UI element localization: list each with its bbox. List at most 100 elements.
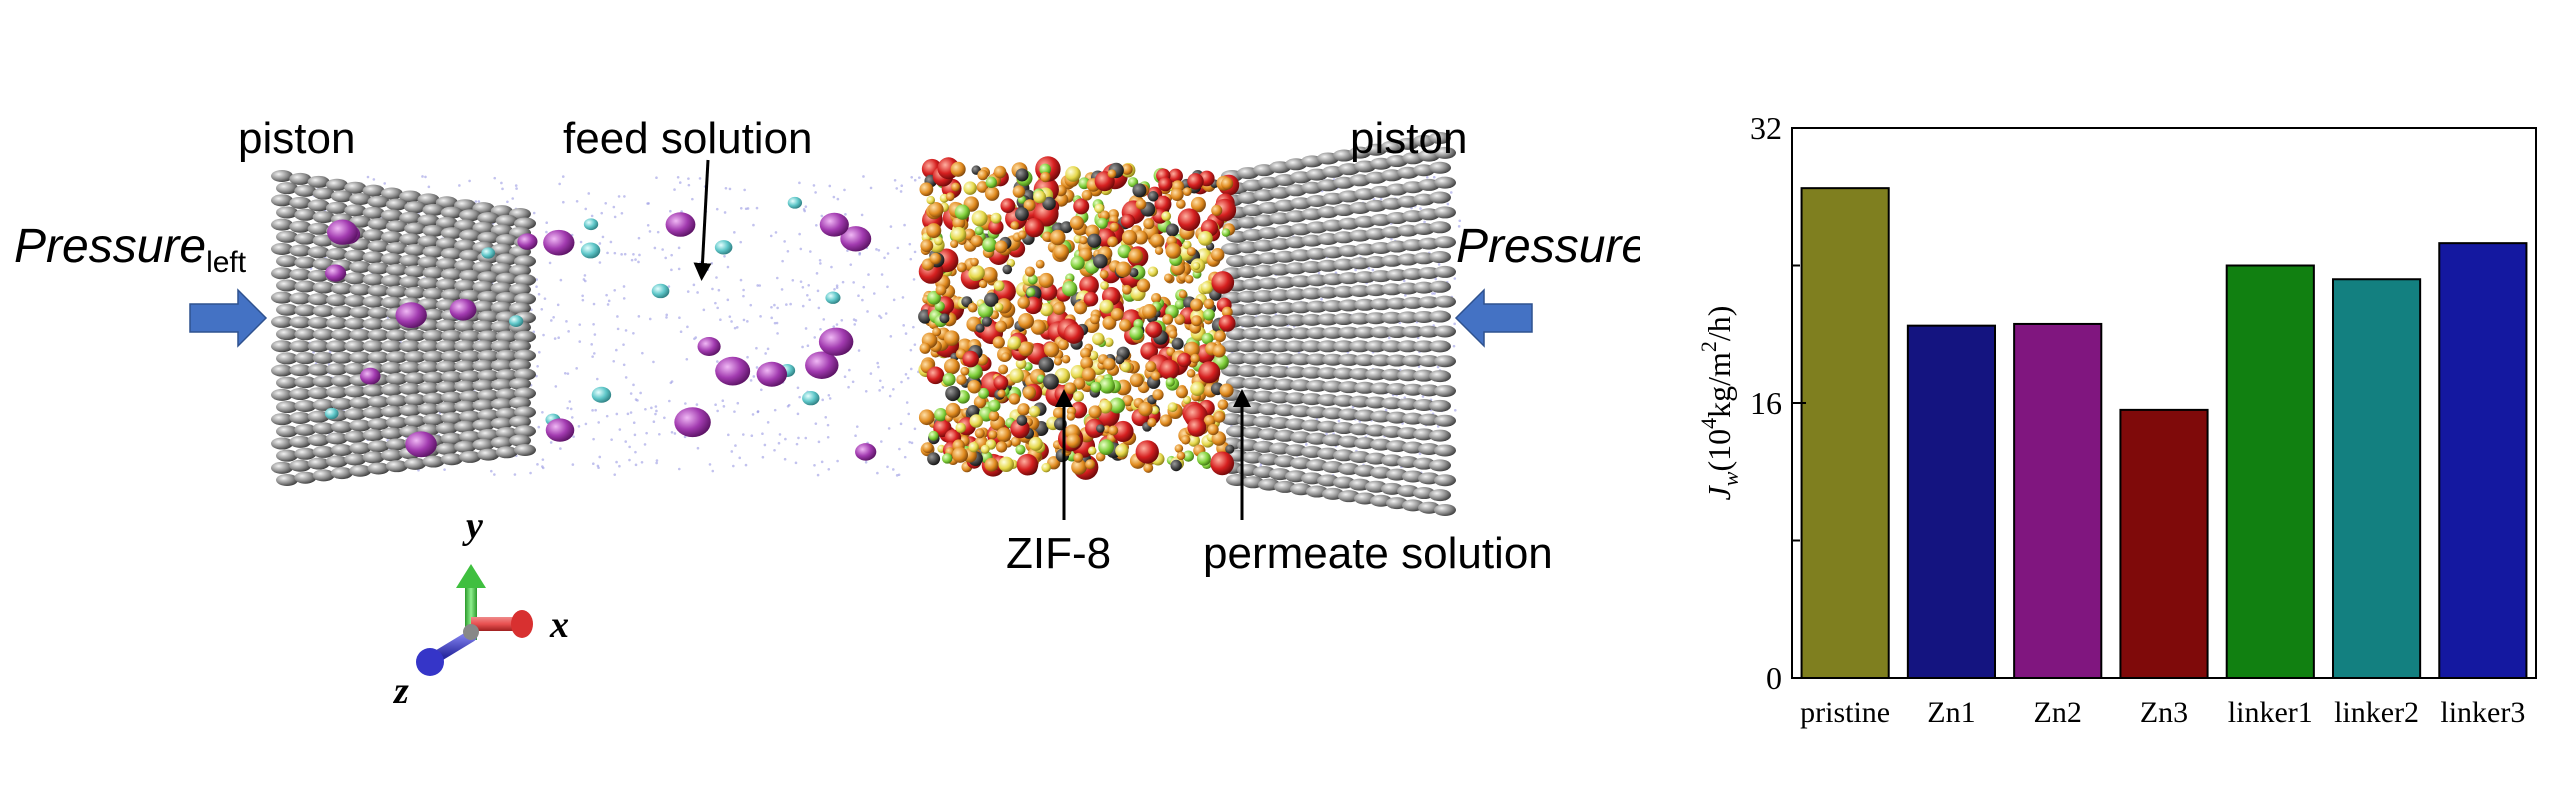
piston-atom xyxy=(307,246,330,259)
piston-atom xyxy=(417,214,440,227)
piston-atom xyxy=(1434,504,1456,516)
piston-atom xyxy=(1317,286,1339,299)
piston-atom xyxy=(1434,325,1456,338)
piston-atom xyxy=(330,282,353,295)
water-molecule xyxy=(746,320,749,323)
piston-atom xyxy=(1429,370,1451,383)
zif8-atom xyxy=(1218,314,1236,332)
water-molecule xyxy=(727,433,730,437)
water-molecule xyxy=(776,306,779,310)
na-ion xyxy=(651,283,670,299)
piston-atom xyxy=(385,438,408,451)
zif8-atom xyxy=(963,181,977,195)
water-molecule xyxy=(679,330,683,334)
zif8-atom xyxy=(1064,382,1077,395)
water-molecule xyxy=(733,326,737,330)
zif8-atom xyxy=(1015,358,1027,370)
water-molecule xyxy=(832,195,836,199)
zif8-atom xyxy=(1213,410,1226,423)
zif8-atom xyxy=(1192,261,1201,271)
zif8-atom xyxy=(1083,291,1099,307)
piston-atom xyxy=(312,328,335,341)
piston-atom xyxy=(440,227,463,240)
x-tick-label-Zn1: Zn1 xyxy=(1927,696,1975,729)
water-molecule xyxy=(691,197,694,201)
piston-atom xyxy=(1434,414,1456,427)
piston-atom xyxy=(307,222,330,235)
water-molecule xyxy=(628,458,631,462)
piston-atom xyxy=(490,417,513,430)
zif8-atom xyxy=(1027,274,1038,285)
cl-ion xyxy=(665,212,696,237)
water-molecule xyxy=(801,304,805,308)
piston-atom xyxy=(1274,353,1296,366)
water-molecule xyxy=(756,410,760,414)
piston-atom xyxy=(1370,410,1392,423)
zif8-atom xyxy=(1214,330,1226,343)
piston-atom xyxy=(477,448,500,461)
piston-atom xyxy=(472,359,495,372)
water-molecule xyxy=(536,365,539,368)
water-molecule xyxy=(601,235,605,239)
zif8-atom xyxy=(1168,329,1178,339)
zif8-atom xyxy=(1041,462,1051,473)
zif8-atom xyxy=(1088,405,1102,419)
zif8-atom xyxy=(1070,365,1086,380)
piston-atom xyxy=(312,469,335,482)
piston-atom xyxy=(1317,313,1339,326)
piston-atom xyxy=(440,206,463,219)
piston-atom xyxy=(380,187,403,200)
zif8-atom xyxy=(1176,199,1186,209)
water-molecule xyxy=(913,343,917,346)
piston-atom xyxy=(325,455,348,468)
water-molecule xyxy=(626,412,630,416)
piston-atom xyxy=(380,296,403,309)
piston-atom xyxy=(312,375,335,388)
piston-atom xyxy=(1338,408,1360,421)
cl-ion xyxy=(819,212,849,237)
water-molecule xyxy=(858,253,861,256)
piston-atom xyxy=(1269,365,1291,378)
zif8-atom xyxy=(1089,314,1100,325)
zif8-atom xyxy=(1012,185,1026,198)
water-molecule xyxy=(1325,432,1328,436)
piston-left-label: piston xyxy=(238,114,355,163)
piston-atom xyxy=(385,394,408,407)
piston-atom xyxy=(495,291,518,304)
water-molecule xyxy=(801,345,804,349)
water-molecule xyxy=(696,446,700,450)
water-molecule xyxy=(540,307,544,311)
piston-atom xyxy=(1226,328,1248,341)
water-molecule xyxy=(841,280,845,284)
piston-atom xyxy=(1226,352,1248,365)
zif8-atom xyxy=(1221,228,1231,237)
piston-atom xyxy=(495,253,518,266)
water-molecule xyxy=(570,416,574,419)
zif8-atom xyxy=(1190,298,1203,312)
water-molecule xyxy=(904,372,908,376)
zif8-atom xyxy=(1182,395,1192,405)
water-molecule xyxy=(1457,225,1461,228)
piston-atom xyxy=(435,196,458,209)
zif8-atom xyxy=(1002,264,1013,275)
zif8-atom xyxy=(1073,198,1090,215)
piston-atom xyxy=(514,274,536,287)
water-molecule xyxy=(732,464,735,468)
water-molecule xyxy=(673,188,676,191)
zif8-atom xyxy=(1108,425,1119,436)
piston-atom xyxy=(289,220,312,233)
zif8-atom xyxy=(1080,356,1094,370)
piston-atom xyxy=(435,360,458,373)
zif8-atom xyxy=(1017,296,1030,309)
water-molecule xyxy=(821,398,824,402)
water-molecule xyxy=(678,181,682,184)
piston-atom xyxy=(385,416,408,429)
water-molecule xyxy=(637,315,641,318)
zif8-atom xyxy=(1120,361,1132,373)
piston-atom xyxy=(307,269,330,282)
cl-ion xyxy=(545,418,575,442)
piston-atom xyxy=(477,212,500,225)
piston-atom xyxy=(459,410,482,423)
piston-atom xyxy=(435,319,458,332)
piston-atom xyxy=(362,384,385,397)
